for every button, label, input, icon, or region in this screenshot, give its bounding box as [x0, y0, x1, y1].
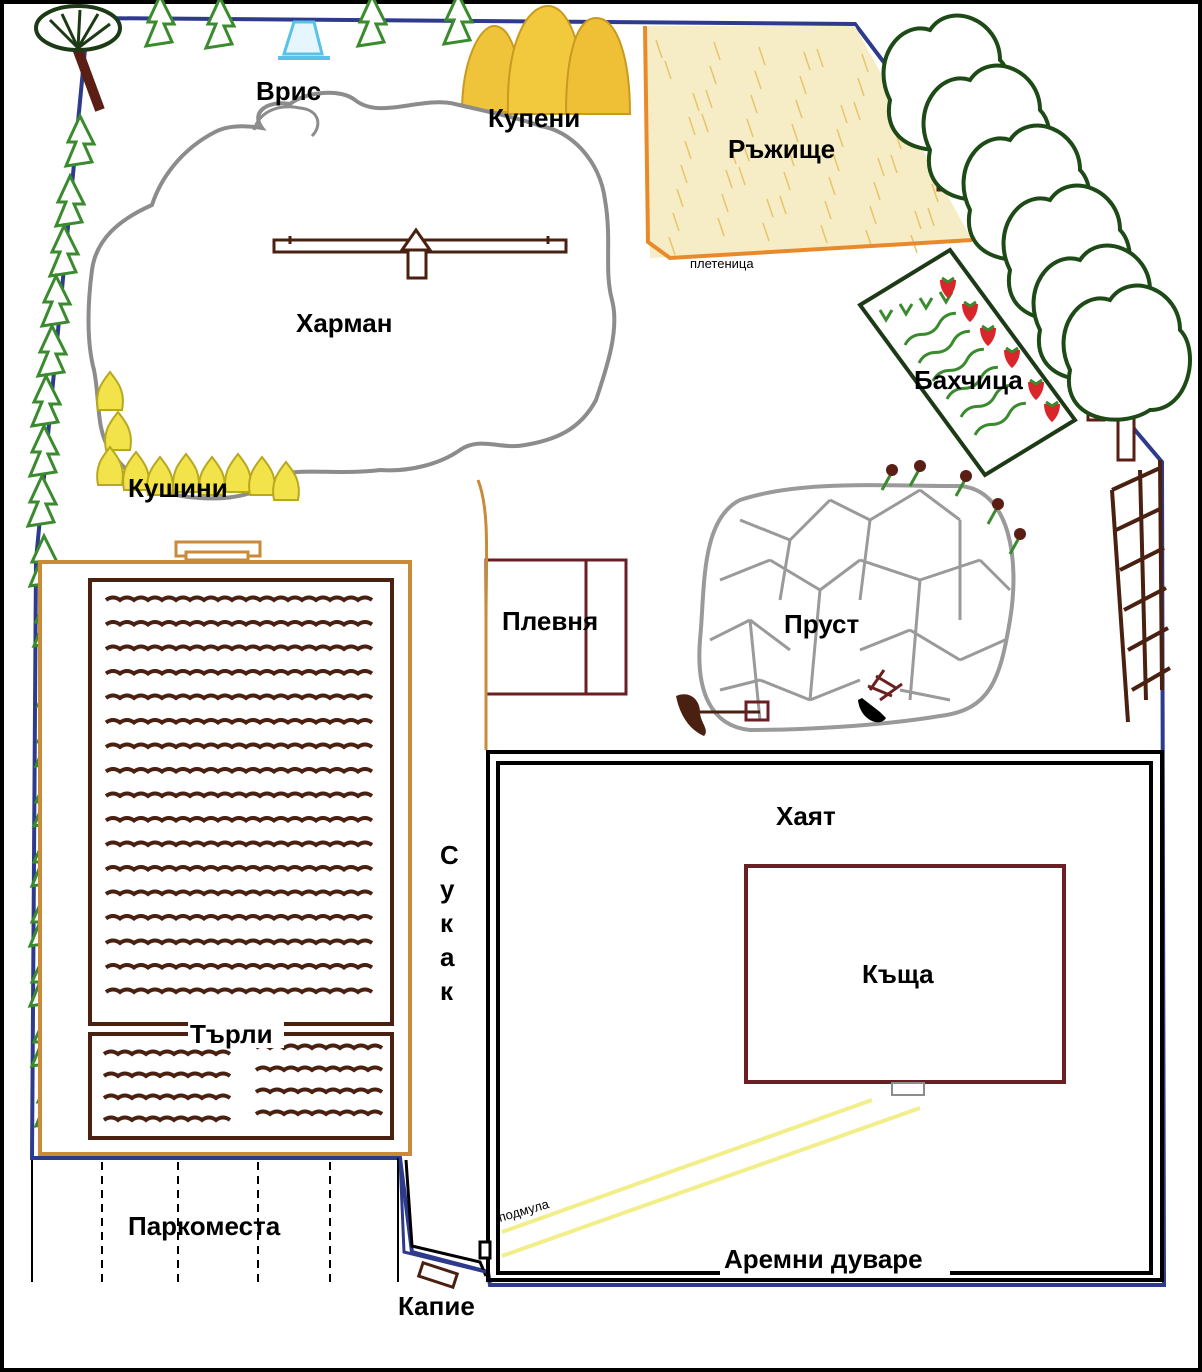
label-parkomesta: Паркоместа	[128, 1211, 281, 1241]
conifer-icon	[203, 0, 237, 50]
flower-icon	[1008, 528, 1026, 555]
sukak-path-line	[476, 479, 489, 750]
tarli-enclosure	[38, 540, 412, 1156]
label-kushini: Кушини	[128, 473, 228, 503]
conifer-icon	[25, 472, 59, 528]
conifer-icon	[53, 172, 87, 228]
conifer-icon	[35, 322, 69, 378]
svg-text:к: к	[440, 908, 454, 938]
parking-area	[31, 1158, 399, 1282]
sack-icon	[272, 460, 300, 501]
conifer-icon	[39, 272, 73, 328]
label-kashta: Къща	[862, 959, 934, 989]
vine-trellis	[1110, 459, 1172, 723]
haystacks-kupeni	[460, 4, 632, 115]
flower-icon	[986, 498, 1004, 525]
label-tarli: Търли	[190, 1019, 273, 1049]
kashta-house	[744, 864, 1066, 1084]
garden-tools-icon	[676, 669, 903, 736]
strawberry-icon	[962, 300, 978, 322]
svg-text:у: у	[440, 874, 455, 904]
label-sukak: С у к а к	[440, 840, 459, 1006]
label-aremni-duvare: Аремни дуваре	[724, 1244, 923, 1274]
svg-text:а: а	[440, 942, 455, 972]
conifer-icon	[27, 422, 61, 478]
tree-row-right	[881, 13, 1192, 462]
strawberry-icon	[940, 276, 956, 298]
conifer-icon	[355, 0, 389, 48]
svg-text:к: к	[440, 976, 454, 1006]
flower-icon	[880, 464, 898, 491]
harman-beam-icon	[272, 227, 568, 280]
conifer-icon	[29, 372, 63, 428]
sack-icon	[104, 410, 132, 451]
sack-icon	[96, 370, 124, 411]
label-pletenitsa: плетеница	[690, 256, 754, 271]
label-kupeni: Купени	[488, 103, 580, 133]
label-podmula: подмула	[497, 1196, 552, 1225]
plevnya-barn	[484, 558, 628, 696]
strawberry-icon	[1044, 400, 1060, 422]
strawberry-icon	[1004, 346, 1020, 368]
tree-icon	[1061, 283, 1192, 462]
conifer-icon	[143, 0, 177, 48]
flower-icon	[954, 470, 972, 497]
house-step	[891, 1082, 925, 1096]
conifer-icon	[63, 112, 97, 168]
harman-threshing-floor	[86, 90, 617, 501]
strawberry-icon	[1028, 378, 1044, 400]
bahchitsa-garden	[857, 247, 1078, 478]
label-vris: Врис	[256, 76, 321, 106]
label-rzhishte: Ръжище	[728, 134, 835, 164]
label-harman: Харман	[296, 308, 392, 338]
label-prust: Пруст	[784, 609, 859, 639]
conifer-icon	[47, 222, 81, 278]
oak-tree-icon	[34, 4, 122, 112]
label-hayat: Хаят	[776, 801, 836, 831]
label-kapie: Капие	[398, 1291, 475, 1321]
label-bahchitsa: Бахчица	[914, 365, 1023, 395]
label-plevnya: Плевня	[502, 606, 598, 636]
svg-text:С: С	[440, 840, 459, 870]
flowers-icon	[880, 460, 1026, 555]
vris-bump	[252, 105, 320, 138]
conifer-icon	[441, 0, 475, 46]
prust-stone-paving	[697, 483, 1016, 733]
kushini-sacks	[96, 370, 300, 501]
kapie-gate	[398, 1157, 492, 1290]
podmula-path	[501, 1098, 921, 1258]
strawberry-icon	[980, 324, 996, 346]
vris-spring-icon	[278, 20, 330, 60]
flower-icon	[908, 460, 926, 487]
